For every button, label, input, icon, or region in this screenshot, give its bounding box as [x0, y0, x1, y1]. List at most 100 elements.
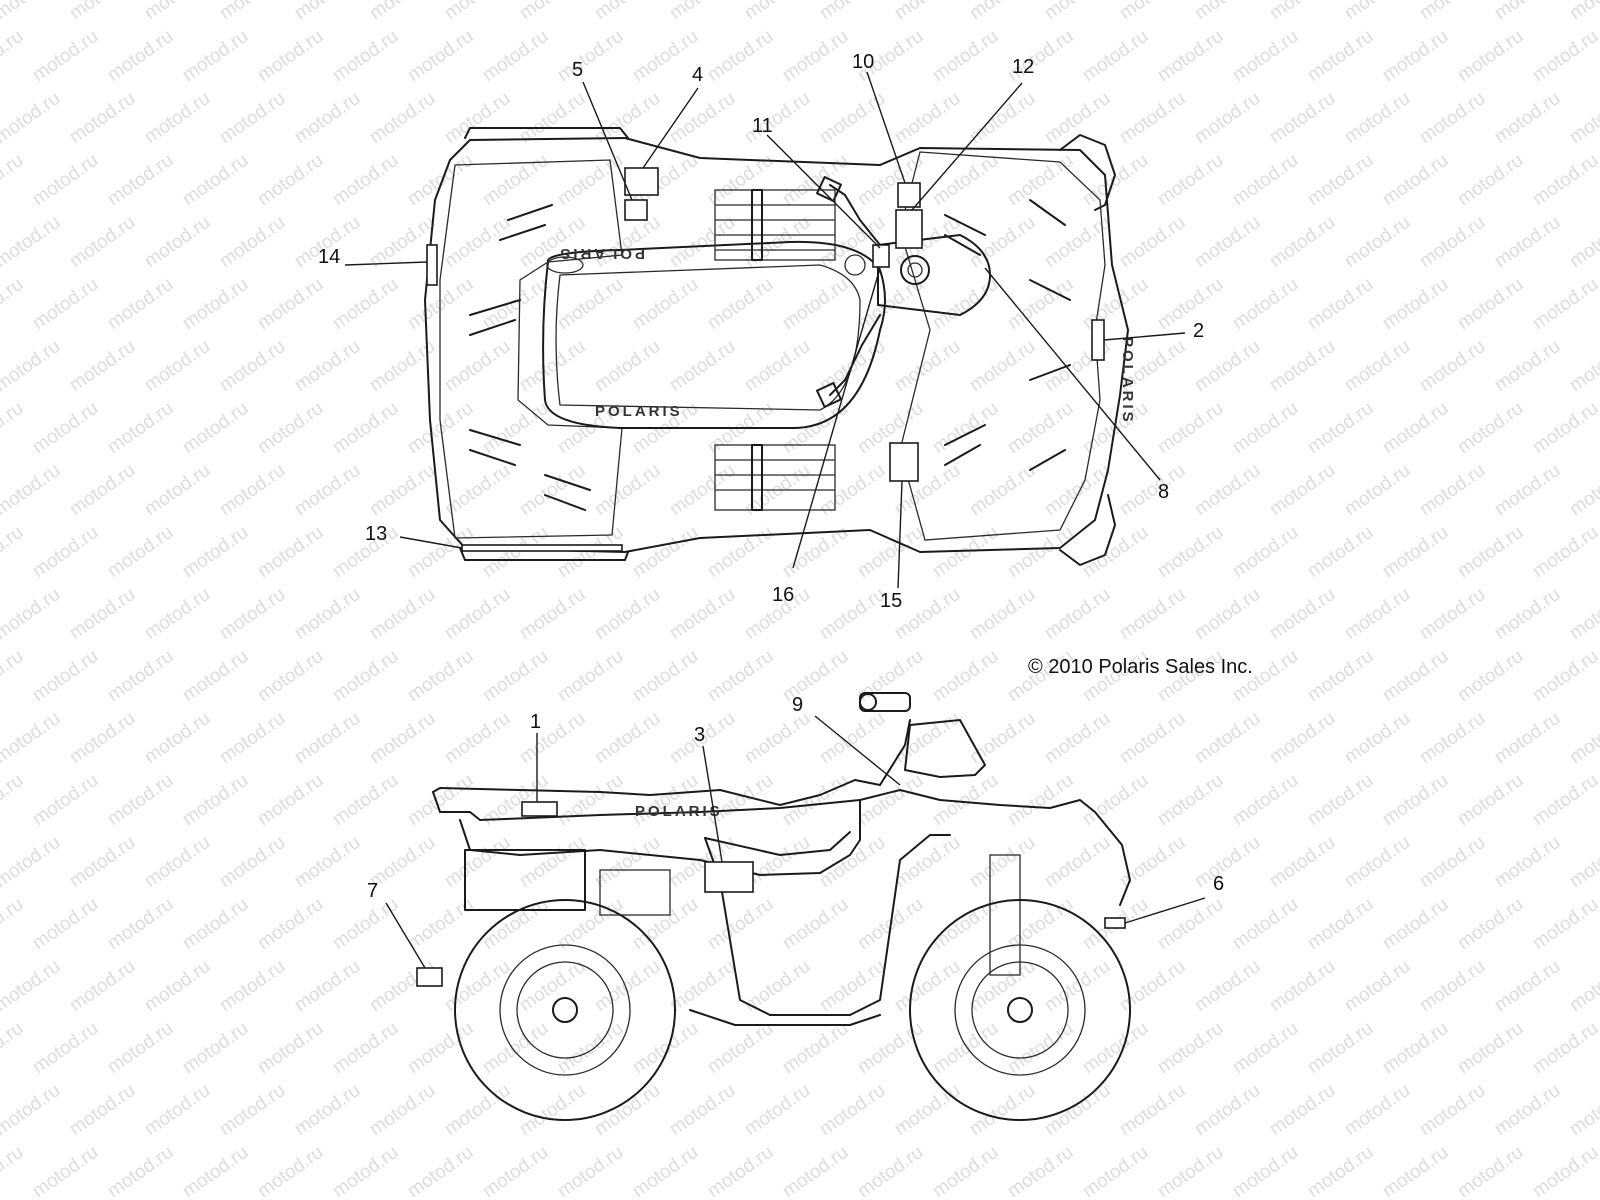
watermark-text: motod.ru	[216, 88, 289, 148]
decal-3	[704, 861, 754, 893]
watermark-text: motod.ru	[516, 212, 589, 272]
watermark-text: motod.ru	[591, 708, 664, 768]
watermark-text: motod.ru	[816, 0, 889, 24]
top-brand-lower: POLARIS	[595, 403, 683, 420]
watermark-text: motod.ru	[1154, 1142, 1227, 1200]
watermark-text: motod.ru	[179, 770, 252, 830]
watermark-text: motod.ru	[479, 274, 552, 334]
watermark-text: motod.ru	[1566, 832, 1600, 892]
watermark-text: motod.ru	[404, 1018, 477, 1078]
watermark-text: motod.ru	[66, 212, 139, 272]
watermark-text: motod.ru	[1266, 1080, 1339, 1140]
watermark-text: motod.ru	[516, 336, 589, 396]
watermark-text: motod.ru	[141, 708, 214, 768]
watermark-text: motod.ru	[1454, 646, 1527, 706]
watermark-text: motod.ru	[0, 832, 64, 892]
watermark-text: motod.ru	[29, 1142, 102, 1200]
decal-4	[624, 167, 659, 196]
watermark-text: motod.ru	[1416, 336, 1489, 396]
watermark-text: motod.ru	[779, 274, 852, 334]
watermark-text: motod.ru	[1566, 460, 1600, 520]
decal-13	[461, 544, 623, 552]
watermark-text: motod.ru	[666, 1080, 739, 1140]
watermark-text: motod.ru	[1191, 88, 1264, 148]
watermark-text: motod.ru	[216, 336, 289, 396]
watermark-text: motod.ru	[254, 522, 327, 582]
watermark-text: motod.ru	[29, 894, 102, 954]
watermark-text: motod.ru	[366, 0, 439, 24]
watermark-text: motod.ru	[1304, 398, 1377, 458]
watermark-text: motod.ru	[929, 398, 1002, 458]
watermark-text: motod.ru	[329, 398, 402, 458]
watermark-text: motod.ru	[1154, 26, 1227, 86]
watermark-text: motod.ru	[1529, 770, 1600, 830]
watermark-text: motod.ru	[1341, 212, 1414, 272]
watermark-text: motod.ru	[1416, 832, 1489, 892]
watermark-text: motod.ru	[216, 0, 289, 24]
watermark-text: motod.ru	[591, 336, 664, 396]
watermark-text: motod.ru	[329, 26, 402, 86]
side-exhaust	[989, 854, 1021, 976]
watermark-text: motod.ru	[891, 832, 964, 892]
watermark-text: motod.ru	[1379, 1018, 1452, 1078]
watermark-text: motod.ru	[1191, 708, 1264, 768]
top-brand-upper: POLARIS	[557, 245, 645, 262]
watermark-text: motod.ru	[0, 26, 27, 86]
watermark-text: motod.ru	[591, 212, 664, 272]
watermark-text: motod.ru	[891, 336, 964, 396]
watermark-text: motod.ru	[329, 274, 402, 334]
watermark-text: motod.ru	[291, 1080, 364, 1140]
watermark-text: motod.ru	[1191, 460, 1264, 520]
watermark-text: motod.ru	[1566, 212, 1600, 272]
watermark-text: motod.ru	[441, 584, 514, 644]
watermark-text: motod.ru	[141, 832, 214, 892]
watermark-text: motod.ru	[554, 1142, 627, 1200]
watermark-text: motod.ru	[1041, 0, 1114, 24]
watermark-text: motod.ru	[666, 336, 739, 396]
watermark-text: motod.ru	[1341, 460, 1414, 520]
watermark-text: motod.ru	[1116, 584, 1189, 644]
watermark-text: motod.ru	[366, 584, 439, 644]
top-ignition	[844, 254, 866, 276]
watermark-text: motod.ru	[1154, 150, 1227, 210]
side-frame	[704, 834, 951, 1016]
watermark-text: motod.ru	[254, 398, 327, 458]
watermark-text: motod.ru	[1229, 522, 1302, 582]
watermark-text: motod.ru	[666, 212, 739, 272]
watermark-text: motod.ru	[1454, 1142, 1527, 1200]
side-frame-lower	[689, 1009, 881, 1026]
watermark-text: motod.ru	[29, 646, 102, 706]
watermark-text: motod.ru	[1304, 894, 1377, 954]
watermark-text: motod.ru	[1379, 1142, 1452, 1200]
top-footrest-upper	[714, 189, 836, 261]
watermark-text: motod.ru	[1341, 956, 1414, 1016]
watermark-text: motod.ru	[404, 522, 477, 582]
watermark-text: motod.ru	[441, 336, 514, 396]
watermark-text: motod.ru	[816, 584, 889, 644]
watermark-text: motod.ru	[554, 26, 627, 86]
watermark-text: motod.ru	[891, 88, 964, 148]
callout-6: 6	[1213, 873, 1224, 895]
watermark-text: motod.ru	[1266, 584, 1339, 644]
watermark-text: motod.ru	[891, 1080, 964, 1140]
watermark-text: motod.ru	[1416, 584, 1489, 644]
watermark-text: motod.ru	[1416, 1080, 1489, 1140]
watermark-text: motod.ru	[1229, 150, 1302, 210]
watermark-text: motod.ru	[1304, 150, 1377, 210]
watermark-text: motod.ru	[1116, 1080, 1189, 1140]
watermark-text: motod.ru	[554, 150, 627, 210]
watermark-text: motod.ru	[329, 1018, 402, 1078]
callout-14: 14	[318, 246, 340, 268]
watermark-text: motod.ru	[0, 1018, 27, 1078]
watermark-text: motod.ru	[1341, 584, 1414, 644]
watermark-text: motod.ru	[179, 150, 252, 210]
watermark-text: motod.ru	[216, 584, 289, 644]
decal-14	[426, 244, 438, 286]
watermark-text: motod.ru	[1416, 0, 1489, 24]
watermark-text: motod.ru	[741, 956, 814, 1016]
watermark-text: motod.ru	[141, 584, 214, 644]
watermark-text: motod.ru	[366, 460, 439, 520]
watermark-text: motod.ru	[1379, 150, 1452, 210]
watermark-text: motod.ru	[441, 1080, 514, 1140]
watermark-text: motod.ru	[291, 956, 364, 1016]
